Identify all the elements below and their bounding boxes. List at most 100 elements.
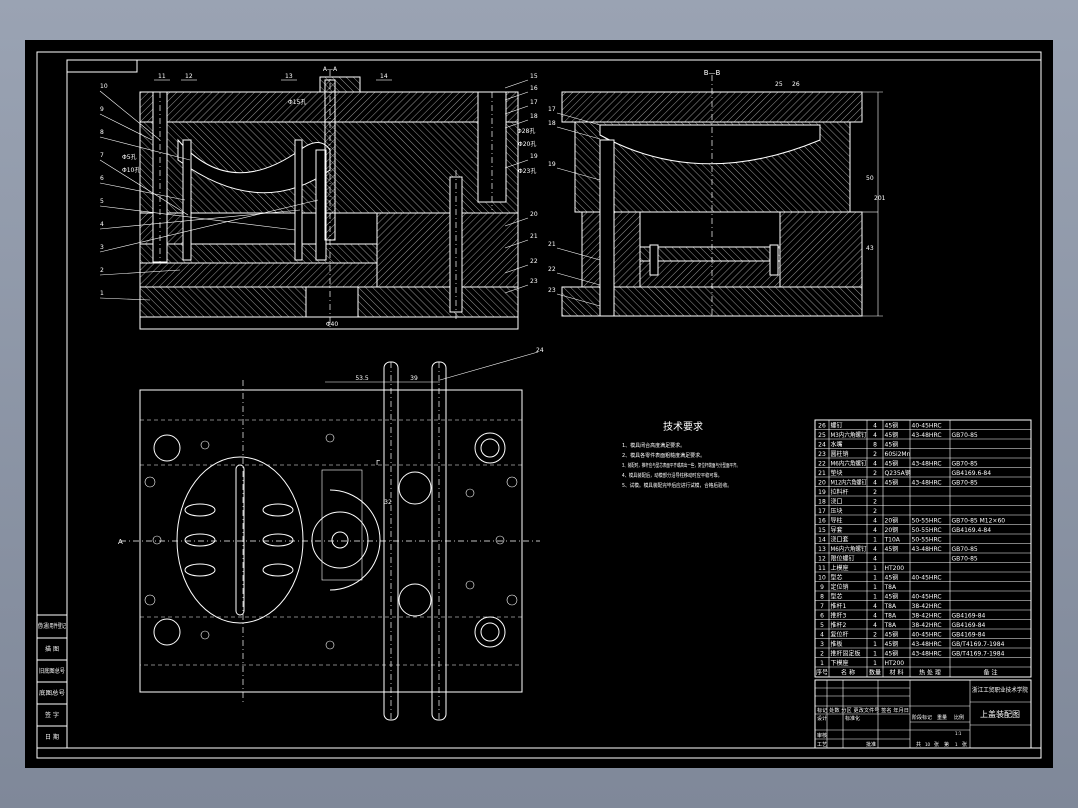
parts-cell: GB4169-84 (952, 622, 986, 629)
parts-cell: GB4169-84 (952, 632, 986, 639)
parts-cell: 水嘴 (831, 441, 843, 449)
parts-cell: 18 (818, 499, 826, 506)
parts-cell: 19 (818, 489, 826, 496)
leader-line (99, 136, 191, 161)
code-box (66, 59, 138, 73)
leader-line (504, 91, 529, 101)
parts-cell: 拉料杆 (831, 488, 849, 496)
callout-number: 16 (530, 85, 538, 92)
parts-cell: HT200 (885, 660, 905, 667)
tech-title: 技术要求 (663, 420, 703, 433)
parts-cell: GB70-85 (952, 480, 978, 487)
callout-number: 9 (100, 106, 104, 113)
leader-line (99, 159, 189, 216)
leader-line (504, 239, 529, 249)
strip-label: 描 图 (45, 645, 59, 653)
parts-cell: 24 (818, 442, 826, 449)
section-bb-title: B—B (704, 69, 721, 77)
parts-cell: 限位螺钉 (831, 555, 855, 563)
callout-number: 5 (100, 198, 104, 205)
parts-cell: 浇口 (831, 498, 843, 506)
parts-cell: 26 (818, 423, 826, 430)
leader-line (504, 159, 529, 169)
parts-header: 序号名 称数量材 料热 处 理备 注 (815, 666, 1031, 677)
dim-text: Φ28孔 (517, 127, 535, 135)
leader-line (556, 272, 601, 286)
parts-cell: 22 (818, 461, 826, 468)
parts-cell: GB70-85 (952, 432, 978, 439)
parts-cell: GB4169-84 (952, 613, 986, 620)
parts-cell: 4 (873, 527, 877, 534)
callout-number: 23 (548, 287, 556, 294)
callout-number: 6 (100, 175, 104, 182)
parts-cell: 40-45HRC (912, 632, 942, 639)
parts-cell: 12 (818, 556, 826, 563)
parts-cell: GB/T4169.7-1984 (952, 651, 1005, 658)
leader-line (556, 112, 601, 126)
parts-cell: 4 (820, 632, 824, 639)
parts-cell: 下模座 (831, 659, 849, 667)
parts-cell: T8A (884, 584, 897, 591)
leader-line (99, 297, 151, 301)
parts-cell: 4 (873, 461, 877, 468)
parts-cell: 25 (818, 432, 826, 439)
parts-cell: 2 (873, 470, 877, 477)
parts-cell: 43-48HRC (912, 641, 942, 648)
parts-cell: 浇口套 (831, 536, 849, 544)
callout-number: 13 (285, 73, 293, 80)
callout-number: 21 (530, 233, 538, 240)
parts-cell: 50-55HRC (912, 518, 942, 525)
parts-cell: 45钢 (885, 460, 899, 468)
parts-cell: 8 (873, 442, 877, 449)
callout-number: 12 (185, 73, 193, 80)
parts-cell: 5 (820, 622, 824, 629)
callout-number: 17 (530, 99, 538, 106)
parts-cell: 38-42HRC (912, 603, 942, 610)
tech-item: 3、装配时，推杆应与型芯表面平齐或高出一些，复位杆端面与分型面平齐。 (622, 462, 740, 469)
parts-cell: 23 (818, 451, 826, 458)
parts-cell: 压块 (831, 507, 843, 515)
dim-text: Φ15孔 (288, 98, 306, 106)
parts-cell: 型芯 (831, 593, 843, 601)
callout-number: 26 (792, 81, 800, 88)
dim-text: 53.5 (355, 375, 369, 382)
parts-cell: 1 (873, 537, 877, 544)
rev-row: 标记 处数 分区 更改文件号 签名 年月日 (817, 707, 909, 714)
parts-cell: 4 (873, 556, 877, 563)
leader-line (504, 217, 529, 227)
strip-label: 签 字 (45, 711, 59, 719)
parts-cell: HT200 (885, 565, 905, 572)
parts-cell: 45钢 (885, 631, 899, 639)
tech-item: 5、试模。模具装配完毕后应进行试模，合格后验收。 (622, 482, 732, 489)
callout-number: 22 (548, 266, 556, 273)
parts-cell: 4 (873, 432, 877, 439)
leader-line (556, 247, 601, 261)
callout-number: 22 (530, 258, 538, 265)
parts-cell: 导套 (831, 526, 843, 534)
parts-cell: 1 (873, 660, 877, 667)
school-name: 浙江工贸职业技术学院 (972, 686, 1028, 694)
section-aa-view (139, 70, 519, 330)
sheet-unit: 张 (962, 741, 967, 748)
parts-cell: 45钢 (885, 422, 899, 430)
parts-cell: 1 (873, 594, 877, 601)
parts-cell: 11 (818, 565, 826, 572)
leader-line (99, 269, 181, 276)
parts-cell: 13 (818, 546, 826, 553)
parts-cell: 4 (873, 480, 877, 487)
standard-label: 标准化 (845, 715, 860, 722)
parts-cell: 推板 (831, 640, 843, 648)
dim-text: Φ40 (326, 321, 339, 328)
sheets-total: 10 (925, 742, 931, 747)
callout-number: 10 (100, 83, 108, 90)
parts-cell: GB4169.6-84 (952, 470, 992, 477)
callout-number: 21 (548, 241, 556, 248)
parts-cell: 20 (818, 480, 826, 487)
parts-cell: 14 (818, 537, 826, 544)
